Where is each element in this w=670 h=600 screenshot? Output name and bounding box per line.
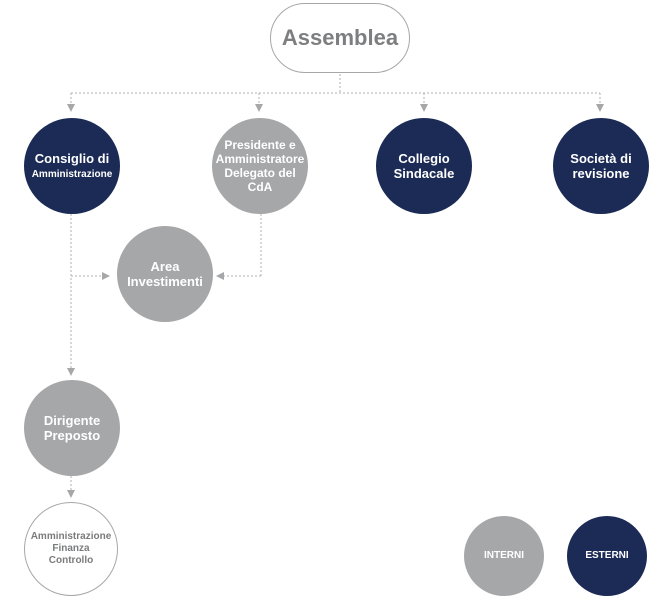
- presidente-label: Presidente e Amministratore Delegato del…: [215, 137, 305, 195]
- presidente-node: Presidente e Amministratore Delegato del…: [212, 118, 308, 214]
- amministrazione-node: Amministrazione Finanza Controllo: [24, 502, 118, 596]
- collegio-node: Collegio Sindacale: [376, 118, 472, 214]
- societa-label: Società di revisione: [570, 150, 632, 181]
- area-investimenti-node: Area Investimenti: [117, 226, 213, 322]
- consiglio-node: Consiglio di Amministrazione: [24, 118, 120, 214]
- assemblea-node: Assemblea: [270, 3, 410, 73]
- dirigente-node: Dirigente Preposto: [24, 380, 120, 476]
- collegio-label: Collegio Sindacale: [393, 150, 455, 181]
- legend-interni: INTERNI: [464, 516, 544, 596]
- legend-esterni: ESTERNI: [567, 516, 647, 596]
- dirigente-label: Dirigente Preposto: [43, 412, 101, 443]
- legend-esterni-label: ESTERNI: [585, 550, 629, 562]
- area-investimenti-label: Area Investimenti: [127, 258, 203, 289]
- legend-interni-label: INTERNI: [484, 550, 524, 562]
- consiglio-label-line2: Amministrazione: [31, 168, 113, 180]
- societa-node: Società di revisione: [553, 118, 649, 214]
- amministrazione-label: Amministrazione Finanza Controllo: [30, 531, 112, 566]
- consiglio-label-line1: Consiglio di: [34, 151, 110, 167]
- assemblea-label: Assemblea: [281, 25, 399, 50]
